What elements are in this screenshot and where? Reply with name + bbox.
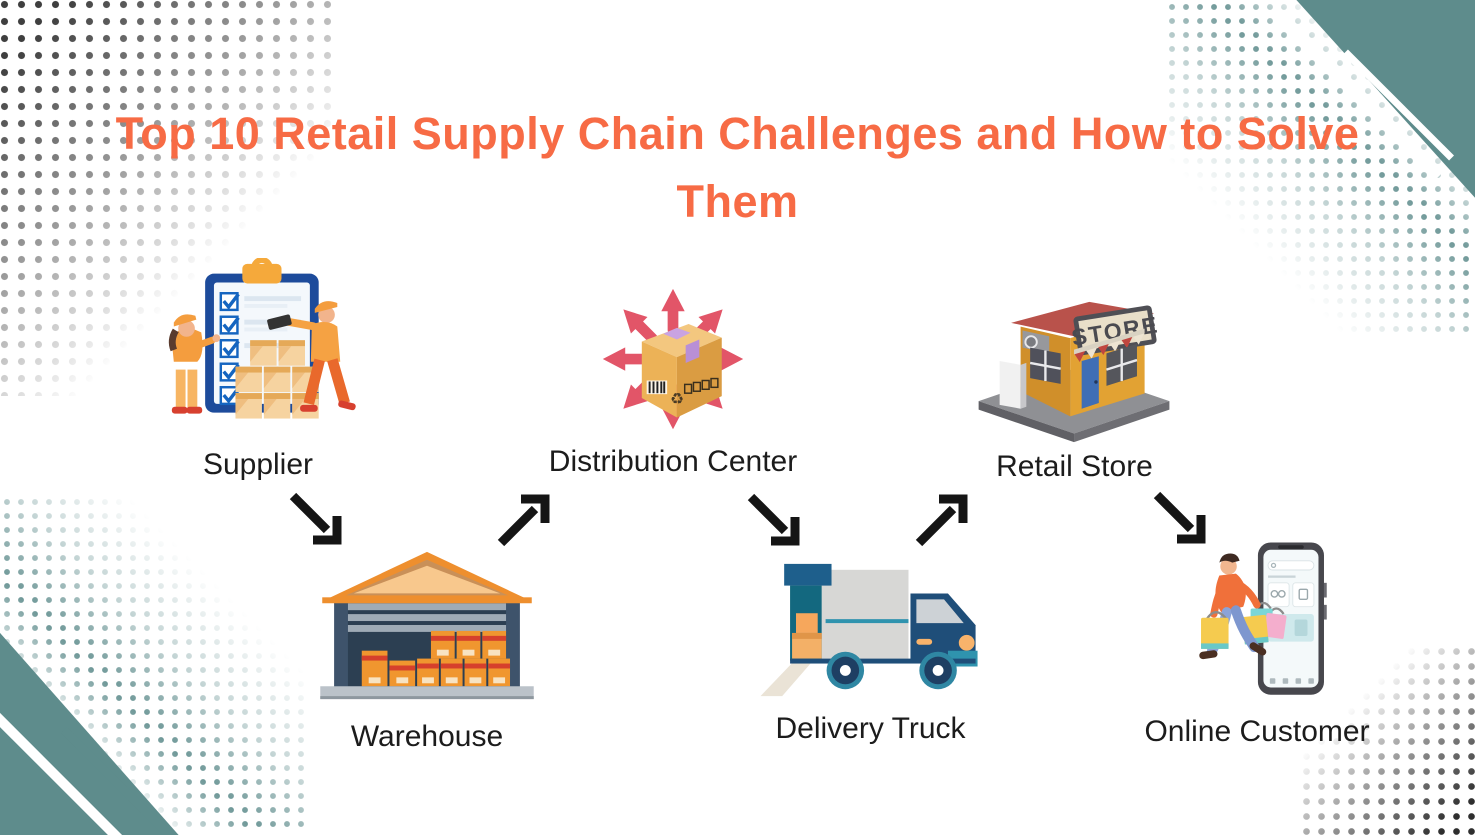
recycle-icon: ♻: [670, 391, 684, 408]
delivery-truck-label: Delivery Truck: [775, 712, 966, 745]
arrow-delivery-truck-to-retail-store: [915, 494, 968, 547]
warehouse-icon: [320, 551, 534, 700]
online-customer-label: Online Customer: [1144, 715, 1370, 748]
retail-store-label: Retail Store: [996, 450, 1153, 483]
supplier-label: Supplier: [202, 448, 314, 481]
arrow-distribution-center-to-delivery-truck: [747, 493, 800, 546]
distribution-center-icon: ♻: [587, 283, 759, 439]
node-delivery-truck: Delivery Truck: [748, 556, 993, 746]
warehouse-label: Warehouse: [350, 720, 504, 753]
arrow-retail-store-to-online-customer: [1153, 491, 1206, 544]
distribution-center-label: Distribution Center: [548, 445, 798, 478]
arrow-warehouse-to-distribution-center: [497, 494, 550, 547]
retail-store-icon: STORE: [978, 301, 1170, 443]
online-customer-icon: [1199, 542, 1327, 695]
node-warehouse: Warehouse: [312, 540, 542, 754]
arrow-supplier-to-warehouse: [289, 492, 342, 545]
page-title: Top 10 Retail Supply Chain Challenges an…: [115, 108, 1360, 227]
node-retail-store: STORE: [952, 258, 1197, 484]
corner-dots-bottom-right: [1299, 644, 1475, 835]
node-supplier: Supplier: [148, 258, 368, 482]
delivery-truck-icon: [760, 563, 978, 697]
node-online-customer: Online Customer: [1132, 535, 1382, 749]
supplier-icon: [168, 258, 356, 419]
node-distribution-center: ♻ Distribution Center: [528, 283, 818, 479]
